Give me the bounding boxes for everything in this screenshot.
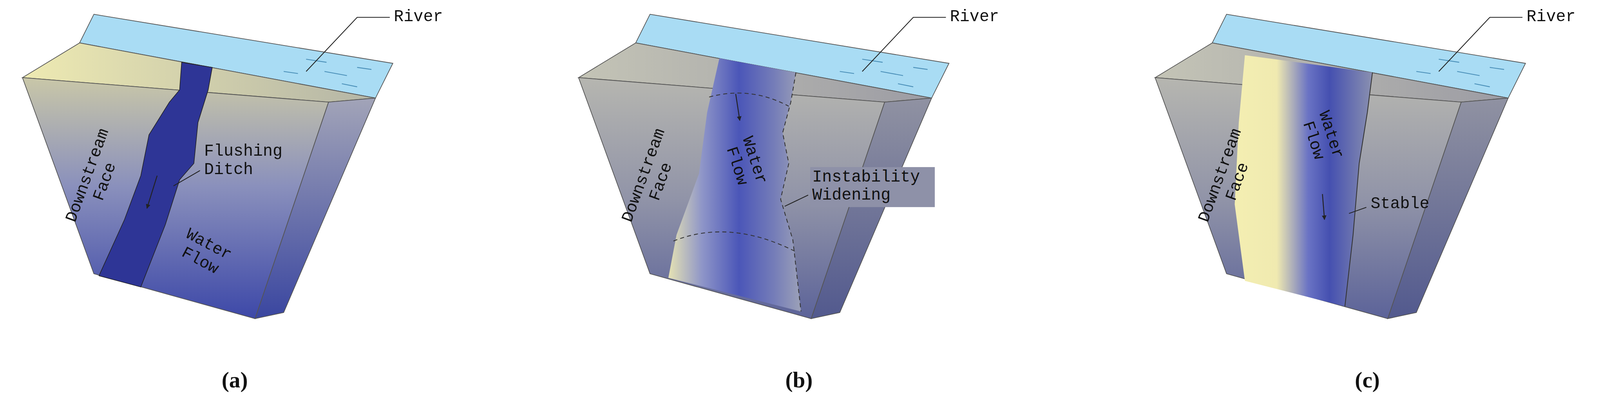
panel-b — [578, 14, 949, 319]
leader-line — [1348, 207, 1367, 214]
river-label: River — [393, 7, 443, 27]
panel-c — [1154, 14, 1526, 319]
leader-line — [173, 170, 201, 186]
crack-line — [780, 72, 802, 312]
stable-label: Stable — [1370, 194, 1430, 214]
leader-line — [862, 17, 947, 72]
water-hatch — [283, 59, 372, 87]
leader-line — [1438, 17, 1523, 72]
water-hatch — [1416, 59, 1505, 87]
widened-channel — [668, 57, 802, 312]
leader-line — [784, 194, 809, 207]
panel-caption: (b) — [785, 366, 813, 393]
panel-caption: (c) — [1354, 366, 1380, 393]
channel-bank — [1344, 72, 1373, 306]
crack-line — [673, 92, 795, 251]
leader-line — [305, 17, 390, 72]
panel-caption: (a) — [221, 366, 248, 393]
flow-arrow — [735, 94, 740, 121]
water-hatch — [839, 59, 928, 87]
ditch-label: Flushing Ditch — [204, 142, 296, 181]
side-face — [255, 97, 376, 319]
flow-arrow — [146, 175, 158, 209]
river-label: River — [950, 7, 1000, 27]
river-label: River — [1526, 7, 1576, 27]
stable-channel — [1234, 55, 1373, 307]
panel-a — [22, 14, 393, 319]
widening-label: Instability Widening — [810, 166, 935, 207]
side-face — [811, 97, 932, 319]
flow-arrow — [1322, 193, 1325, 220]
